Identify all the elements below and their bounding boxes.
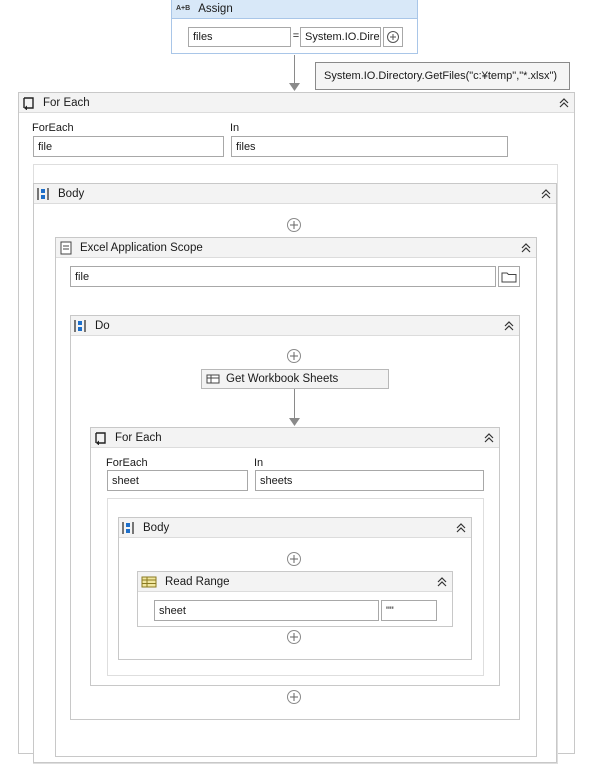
foreach-outer-in-field[interactable]: files <box>231 136 508 157</box>
assign-header: A+B Assign <box>172 0 417 19</box>
excel-scope-title: Excel Application Scope <box>80 241 203 254</box>
foreach-outer-foreach-label: ForEach <box>32 122 74 134</box>
do-title: Do <box>95 319 110 332</box>
foreach-outer-in-label: In <box>230 122 240 134</box>
workbook-path-field[interactable]: file <box>70 266 496 287</box>
foreach-inner-foreach-label: ForEach <box>106 457 148 469</box>
collapse-icon[interactable] <box>455 522 467 534</box>
get-workbook-sheets-activity[interactable]: Get Workbook Sheets <box>201 369 389 389</box>
foreach-outer-item-field[interactable]: file <box>33 136 224 157</box>
collapse-icon[interactable] <box>436 576 448 588</box>
collapse-icon[interactable] <box>558 97 570 109</box>
foreach-inner-item-field[interactable]: sheet <box>107 470 248 491</box>
connector-line <box>294 55 295 85</box>
assign-title: Assign <box>198 2 233 15</box>
excel-scope-header: Excel Application Scope <box>56 238 536 258</box>
do-header: Do <box>71 316 519 336</box>
foreach-inner-in-field[interactable]: sheets <box>255 470 484 491</box>
workbook-sheets-icon <box>206 374 220 384</box>
collapse-icon[interactable] <box>520 242 532 254</box>
assign-icon: A+B <box>176 5 191 12</box>
add-activity-plus-icon[interactable] <box>287 218 301 232</box>
add-activity-plus-icon[interactable] <box>287 349 301 363</box>
assign-activity[interactable]: A+B Assign files = System.IO.Dire <box>171 0 418 54</box>
add-activity-plus-icon[interactable] <box>287 552 301 566</box>
assign-value-field[interactable]: System.IO.Dire <box>300 27 381 47</box>
assign-to-field[interactable]: files <box>188 27 291 47</box>
add-activity-plus-icon[interactable] <box>287 690 301 704</box>
body-outer-title: Body <box>58 187 85 200</box>
range-field[interactable]: "" <box>381 600 437 621</box>
foreach-inner-header: For Each <box>91 428 499 448</box>
foreach-outer-title: For Each <box>43 96 90 109</box>
sequence-icon <box>122 521 134 534</box>
excel-scope-icon <box>60 241 72 254</box>
read-range-header: Read Range <box>138 572 452 592</box>
value-tooltip: System.IO.Directory.GetFiles("c:¥temp","… <box>315 62 570 90</box>
sheet-name-field[interactable]: sheet <box>154 600 379 621</box>
foreach-icon <box>23 96 34 110</box>
get-workbook-sheets-title: Get Workbook Sheets <box>226 373 339 385</box>
folder-browse-icon[interactable] <box>498 266 520 287</box>
read-range-activity[interactable]: Read Range sheet "" <box>137 571 453 627</box>
sequence-icon <box>74 319 86 332</box>
body-inner-header: Body <box>119 518 471 538</box>
connector-arrow-icon <box>289 418 300 426</box>
sequence-icon <box>37 187 49 200</box>
collapse-icon[interactable] <box>503 320 515 332</box>
add-activity-plus-icon[interactable] <box>287 630 301 644</box>
assign-equals: = <box>292 30 300 42</box>
foreach-icon <box>95 431 106 445</box>
collapse-icon[interactable] <box>483 432 495 444</box>
connector-arrow-icon <box>289 83 300 91</box>
foreach-outer-header: For Each <box>19 93 574 113</box>
body-outer-header: Body <box>34 184 556 204</box>
collapse-icon[interactable] <box>540 188 552 200</box>
expression-plus-icon[interactable] <box>383 27 403 47</box>
read-range-icon <box>141 576 157 587</box>
connector-line <box>294 389 295 419</box>
foreach-inner-in-label: In <box>254 457 264 469</box>
foreach-inner-title: For Each <box>115 431 162 444</box>
body-inner-title: Body <box>143 521 170 534</box>
read-range-title: Read Range <box>165 575 230 588</box>
